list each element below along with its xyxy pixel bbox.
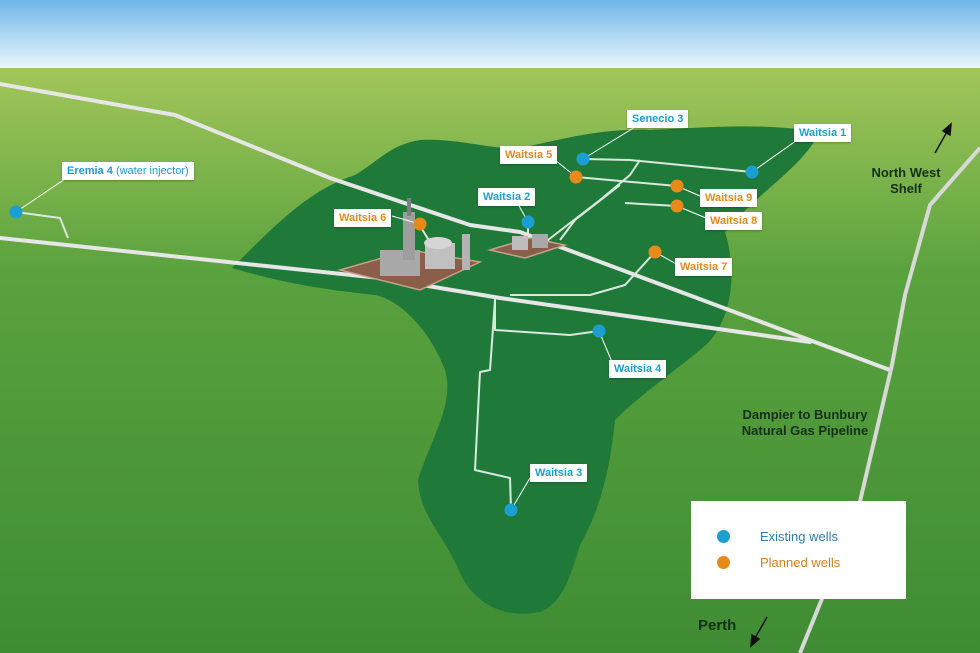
well-markers	[9, 152, 759, 517]
well-marker	[670, 179, 684, 193]
legend-existing-label: Existing wells	[760, 529, 839, 544]
legend-existing: Existing wells	[717, 529, 838, 544]
well-label-waitsia-5: Waitsia 5	[500, 146, 558, 164]
well-marker	[569, 170, 583, 184]
well-label-waitsia-8: Waitsia 8	[705, 212, 763, 230]
well-label-waitsia-7: Waitsia 7	[675, 258, 733, 276]
well-marker	[413, 217, 427, 231]
well-label-eremia-4: Eremia 4 (water injector)	[62, 162, 194, 180]
well-label-waitsia-4: Waitsia 4	[609, 360, 667, 378]
well-marker	[576, 152, 590, 166]
road-main	[0, 236, 812, 344]
legend-planned: Planned wells	[717, 555, 840, 570]
well-marker	[592, 324, 606, 338]
arrow-north-west-shelf	[934, 129, 949, 154]
well-marker	[648, 245, 662, 259]
well-marker	[504, 503, 518, 517]
well-label-waitsia-1: Waitsia 1	[794, 124, 852, 142]
well-marker	[9, 205, 23, 219]
well-label-waitsia-6: Waitsia 6	[334, 209, 392, 227]
legend: Existing wells Planned wells	[691, 501, 906, 599]
place-label-perth: Perth	[698, 617, 737, 634]
well-note: (water injector)	[115, 165, 189, 177]
flowlines	[15, 158, 753, 511]
place-label-pipeline: Dampier to Bunbury Natural Gas Pipeline	[741, 407, 869, 438]
legend-planned-swatch	[717, 556, 730, 569]
well-marker	[521, 215, 535, 229]
legend-planned-label: Planned wells	[760, 555, 841, 570]
well-marker	[745, 165, 759, 179]
well-label-waitsia-9: Waitsia 9	[700, 189, 758, 207]
sky	[0, 0, 980, 70]
arrow-perth	[753, 616, 768, 641]
well-label-waitsia-3: Waitsia 3	[530, 464, 588, 482]
gas-field-area	[232, 126, 820, 614]
legend-existing-swatch	[717, 530, 730, 543]
place-label-north-west-shelf: North West Shelf	[871, 165, 941, 196]
roads	[0, 82, 892, 372]
processing-plant	[337, 198, 568, 291]
road-north	[0, 82, 892, 372]
well-label-waitsia-2: Waitsia 2	[478, 188, 536, 206]
well-label-senecio-3: Senecio 3	[627, 110, 689, 128]
well-marker	[670, 199, 684, 213]
direction-arrows	[750, 122, 952, 648]
